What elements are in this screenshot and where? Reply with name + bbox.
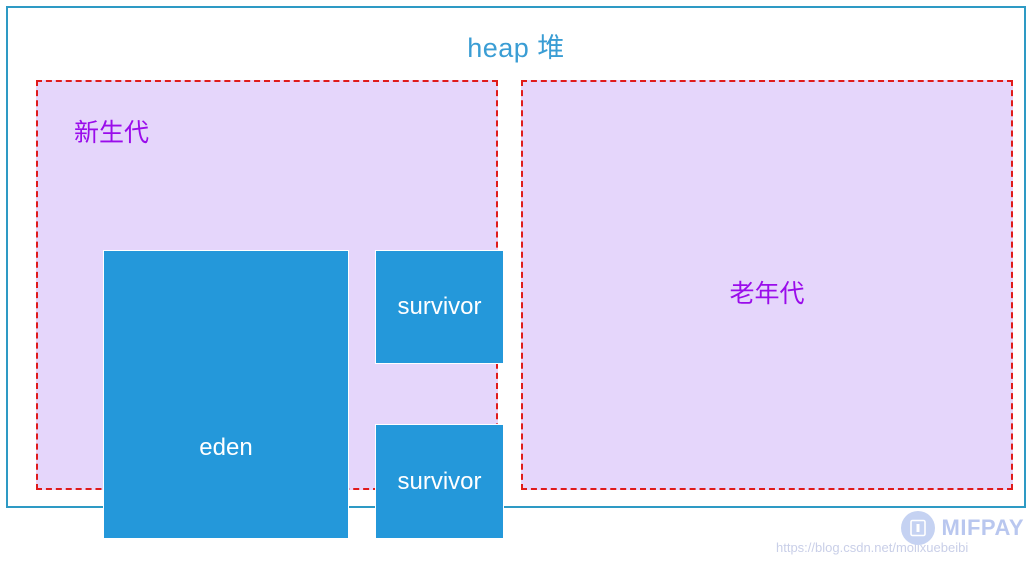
survivor-block-bottom: survivor — [375, 424, 504, 539]
watermark-brand: MIFPAY — [941, 515, 1024, 540]
heap-frame: heap 堆 新生代 eden survivor survivor 老年代 — [6, 6, 1026, 539]
survivor-block-bottom-label: survivor — [397, 467, 482, 495]
mifpay-circle-logo-icon — [900, 511, 935, 545]
watermark-logo: MIFPAY — [900, 511, 1024, 545]
old-generation-label: 老年代 — [729, 280, 805, 308]
young-generation-label: 新生代 — [74, 119, 150, 147]
young-generation-region: 新生代 eden survivor survivor — [36, 80, 504, 539]
survivor-block-top-label: survivor — [397, 293, 482, 320]
page-title: heap 堆 — [467, 33, 565, 63]
survivor-block-top: survivor — [375, 250, 504, 364]
eden-block-label: eden — [199, 433, 253, 461]
watermark: https://blog.csdn.net/molixuebeibi MIFPA… — [776, 507, 1026, 559]
eden-block: eden — [103, 250, 349, 539]
old-generation-region: 老年代 — [521, 80, 1013, 490]
